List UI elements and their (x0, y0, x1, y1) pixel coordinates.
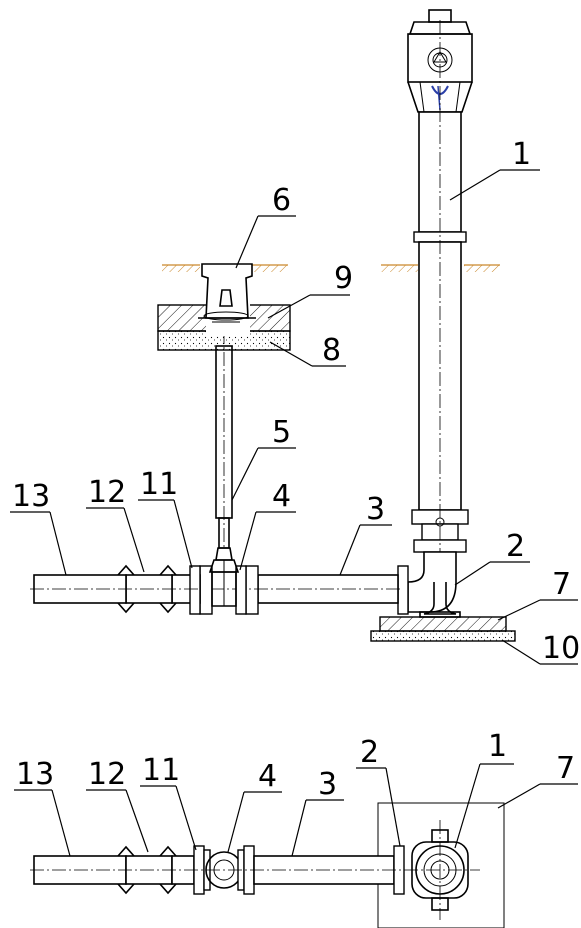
svg-text:5: 5 (272, 415, 291, 450)
callout-13: 13 (10, 479, 67, 576)
callout-3: 3 (339, 492, 392, 576)
svg-text:13: 13 (16, 757, 54, 792)
callout-6: 6 (235, 183, 296, 269)
main-pipe (30, 574, 200, 604)
plan-callout-7: 7 (497, 751, 578, 809)
ground-surface-right (381, 264, 500, 272)
callout-2: 2 (454, 529, 530, 586)
hydrant-body (407, 9, 473, 560)
callout-7: 7 (497, 567, 578, 621)
svg-text:3: 3 (366, 492, 385, 527)
plan-callout-3: 3 (291, 767, 344, 857)
plan-callout-12: 12 (86, 757, 149, 853)
svg-text:9: 9 (334, 261, 353, 296)
connecting-pipe (210, 565, 400, 615)
plan-callout-2: 2 (356, 735, 401, 847)
svg-text:10: 10 (542, 631, 580, 666)
callout-5: 5 (231, 415, 296, 501)
surface-box (157, 263, 291, 351)
plan-callout-11: 11 (140, 753, 197, 851)
ground-surface-left (162, 264, 288, 272)
svg-text:1: 1 (512, 137, 531, 172)
callout-4: 4 (239, 479, 296, 571)
plan-callout-4: 4 (227, 759, 282, 853)
svg-text:6: 6 (272, 183, 291, 218)
plan-view: 13 12 11 4 3 2 1 (14, 729, 578, 928)
gate-valve (199, 547, 247, 615)
svg-text:7: 7 (556, 751, 575, 786)
concrete-base (379, 616, 507, 632)
svg-text:1: 1 (488, 729, 507, 764)
svg-text:2: 2 (506, 529, 525, 564)
svg-text:7: 7 (552, 567, 571, 602)
duckfoot-elbow (397, 551, 461, 618)
svg-text:11: 11 (140, 467, 178, 502)
callout-1: 1 (449, 137, 540, 201)
svg-text:12: 12 (88, 757, 126, 792)
gravel-bed (370, 630, 516, 642)
svg-text:12: 12 (88, 475, 126, 510)
callout-12: 12 (86, 475, 145, 573)
callout-10: 10 (501, 631, 580, 666)
callout-11: 11 (138, 467, 193, 569)
plan-callout-13: 13 (14, 757, 71, 857)
svg-text:11: 11 (142, 753, 180, 788)
svg-text:13: 13 (12, 479, 50, 514)
svg-text:4: 4 (258, 759, 277, 794)
plan-callout-1: 1 (454, 729, 514, 849)
callout-9: 9 (267, 261, 353, 319)
flange-adapter (171, 565, 201, 615)
svg-text:2: 2 (360, 735, 379, 770)
svg-text:8: 8 (322, 333, 341, 368)
callout-8: 8 (269, 333, 346, 368)
svg-text:3: 3 (318, 767, 337, 802)
elevation-view: 1 2 3 4 5 6 9 (10, 9, 580, 666)
valve-extension-rod (215, 330, 233, 550)
svg-text:4: 4 (272, 479, 291, 514)
